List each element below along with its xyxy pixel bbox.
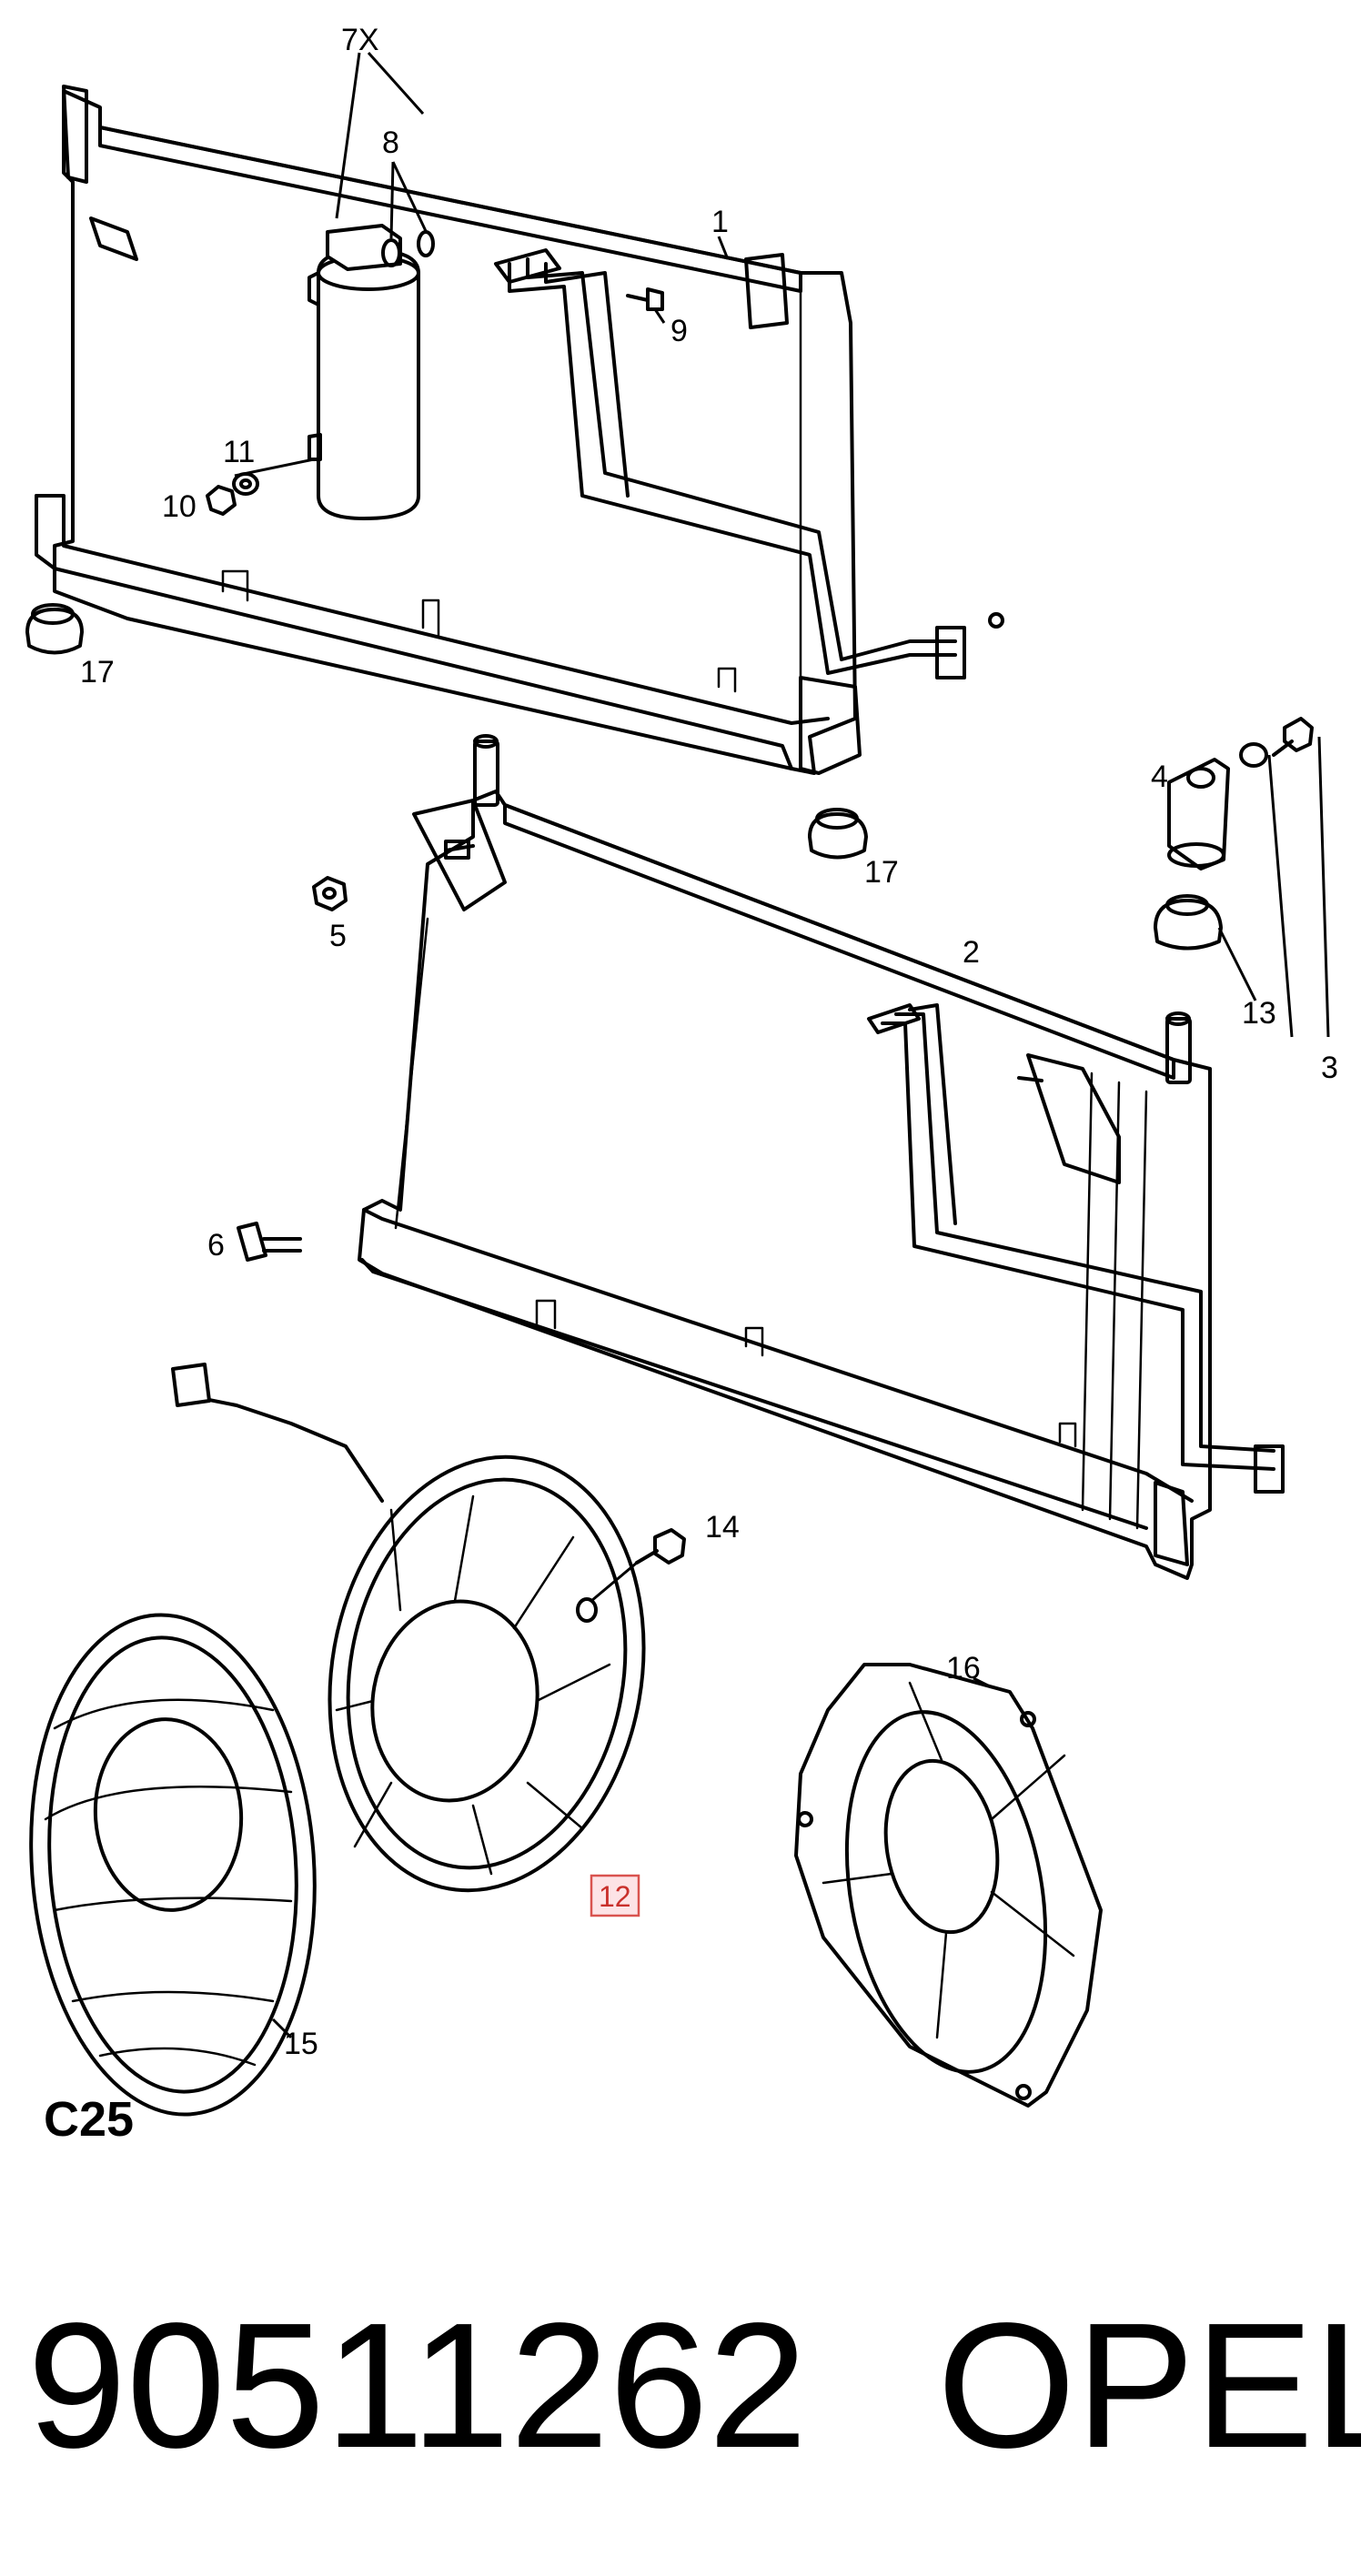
callout-4: 4 [1151,760,1168,794]
washer-and-bolt-3 [1239,717,1314,768]
callout-3: 3 [1321,1051,1338,1085]
rubber-mount-17-right [808,808,868,860]
nut-5 [312,876,348,911]
condenser-assembly-part-1 [35,85,1004,775]
nut-10-washer-11 [206,472,259,516]
fan-shroud-16 [794,1663,1103,2108]
callout-labels: 7X 8 1 9 11 10 17 17 4 5 2 13 3 6 14 16 … [80,23,1338,2061]
callout-17-right: 17 [864,855,899,890]
callout-1: 1 [711,205,729,239]
fan-shroud-15 [29,1613,317,2117]
callout-12: 12 [599,1880,631,1913]
callout-10: 10 [162,489,197,524]
rubber-mount-13 [1154,894,1223,951]
section-code: C25 [44,2092,134,2147]
rubber-mount-17-left [25,603,84,655]
part-number: 90511262 [27,2286,808,2485]
callout-7x: 7X [341,23,379,57]
receiver-drier-7x [307,224,435,520]
callout-5: 5 [329,919,347,953]
bolt-14 [635,1528,686,1565]
callout-9: 9 [670,314,688,348]
callout-16: 16 [946,1651,981,1685]
brand-name: OPEL [937,2286,1361,2485]
fan-motor-12 [171,1363,646,1893]
leader-lines [234,51,1330,2039]
callout-11: 11 [223,435,255,469]
callout-13: 13 [1242,996,1276,1031]
callout-15: 15 [284,2027,318,2061]
callout-6: 6 [207,1228,225,1263]
radiator-assembly-part-2 [358,734,1285,1580]
callout-14: 14 [705,1510,740,1545]
bolt-9 [626,287,664,311]
bracket-4 [1167,758,1230,870]
bolt-6 [237,1222,302,1262]
callout-8: 8 [382,126,399,160]
callout-2: 2 [963,935,980,970]
callout-17-left: 17 [80,655,115,689]
callout-12-highlight [590,1874,640,1917]
